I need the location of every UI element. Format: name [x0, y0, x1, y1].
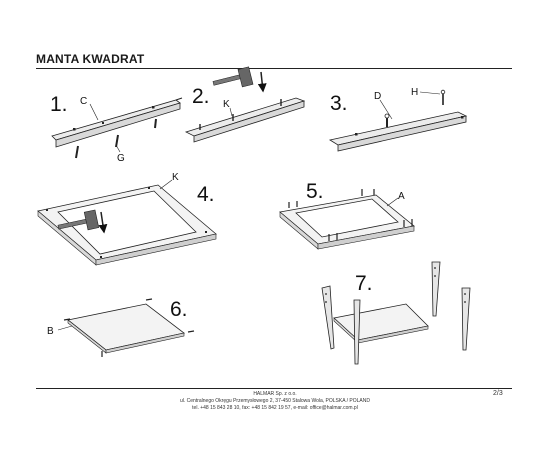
part-label-b: B	[47, 326, 54, 337]
part-label-h: H	[411, 87, 418, 98]
arrow-down-icon	[257, 71, 267, 93]
page-number: 2/3	[493, 390, 503, 397]
part-label-a: A	[398, 191, 405, 202]
part-label-d: D	[374, 91, 381, 102]
step-5-number: 5.	[306, 180, 324, 203]
step-2-number: 2.	[192, 85, 210, 108]
step-3-figure: 3. D H	[328, 87, 468, 152]
page-title: MANTA KWADRAT	[36, 52, 145, 66]
hammer-icon	[57, 209, 100, 231]
bottom-divider	[36, 388, 512, 389]
part-label-g: G	[117, 153, 125, 164]
step-7-figure: 7.	[321, 261, 471, 365]
top-divider	[36, 68, 512, 69]
hammer-icon	[212, 66, 254, 88]
footer-contact: tel. +48 15 843 28 10, fax: +48 15 842 1…	[192, 405, 358, 411]
step-5-figure: 5. A	[279, 180, 415, 250]
step-1-number: 1.	[50, 93, 68, 116]
step-7-number: 7.	[355, 272, 373, 295]
step-3-number: 3.	[330, 92, 348, 115]
step-1-figure: 1. C G	[50, 93, 183, 164]
step-6-figure: 6. B	[47, 298, 195, 357]
part-label-c: C	[80, 96, 87, 107]
step-4-number: 4.	[197, 183, 215, 206]
step-2-figure: 2. K	[184, 66, 306, 143]
arrow-down-icon	[98, 211, 108, 234]
footer-company: HALMAR Sp. z o.o.	[253, 391, 297, 397]
step-4-figure: 4. K	[37, 172, 217, 266]
part-label-k-step4: K	[172, 172, 179, 183]
part-label-k-step2: K	[223, 99, 230, 110]
footer-address: ul. Centralnego Okręgu Przemysłowego 2, …	[179, 398, 370, 404]
step-6-number: 6.	[170, 298, 188, 321]
